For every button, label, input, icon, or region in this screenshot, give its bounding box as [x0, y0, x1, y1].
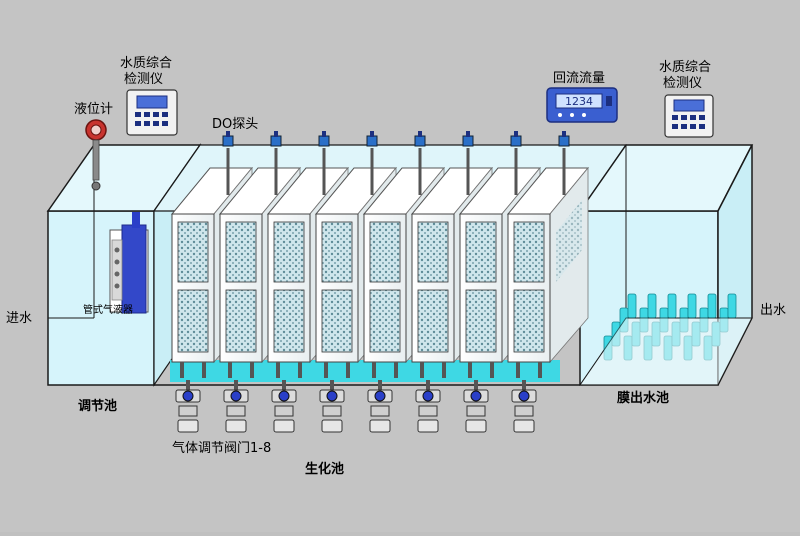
gas-valves	[175, 380, 537, 433]
wq-left-label-1: 水质综合	[120, 56, 172, 71]
water-quality-analyzer-left[interactable]	[126, 89, 178, 136]
do-probe-icon[interactable]	[414, 131, 426, 195]
gas-valve-icon[interactable]	[175, 380, 201, 433]
membrane-tank-label: 膜出水池	[617, 390, 669, 406]
valves-label: 气体调节阀门1-8	[172, 440, 271, 456]
wq-left-label-2: 检测仪	[124, 72, 163, 87]
do-probes	[222, 131, 570, 195]
inlet-label: 进水	[6, 311, 32, 326]
level-gauge-label: 液位计	[74, 102, 113, 117]
aeration-zone	[170, 360, 560, 382]
do-probe-icon[interactable]	[366, 131, 378, 195]
diffuser	[687, 293, 697, 319]
diffuser	[647, 293, 657, 319]
do-probe-icon[interactable]	[318, 131, 330, 195]
return-flow-label: 回流流量	[553, 71, 605, 86]
diffuser	[667, 293, 677, 319]
outlet-label: 出水	[760, 303, 786, 318]
flow-readout: 1234	[565, 95, 593, 108]
aerator-label: 管式气液器	[83, 303, 133, 316]
gas-valve-icon[interactable]	[223, 380, 249, 433]
do-probe-icon[interactable]	[222, 131, 234, 195]
gas-valve-icon[interactable]	[415, 380, 441, 433]
wq-right-label-2: 检测仪	[663, 76, 702, 91]
gas-valve-icon[interactable]	[463, 380, 489, 433]
membrane-module[interactable]	[506, 166, 590, 378]
do-probe-icon[interactable]	[558, 131, 570, 195]
level-gauge-icon[interactable]	[85, 119, 107, 191]
gas-valve-icon[interactable]	[271, 380, 297, 433]
pipe-aerator	[109, 212, 149, 314]
do-probe-icon[interactable]	[510, 131, 522, 195]
diffuser	[627, 293, 637, 319]
diffuser	[707, 293, 717, 319]
gas-valve-icon[interactable]	[319, 380, 345, 433]
membrane-modules	[170, 166, 590, 378]
gas-valve-icon[interactable]	[511, 380, 537, 433]
do-probe-label: DO探头	[212, 117, 258, 132]
water-quality-analyzer-right[interactable]	[664, 94, 714, 138]
return-flow-meter[interactable]: 1234	[546, 87, 618, 123]
do-probe-icon[interactable]	[462, 131, 474, 195]
wq-right-label-1: 水质综合	[659, 60, 711, 75]
bio-tank-label: 生化池	[305, 461, 344, 477]
diffuser	[727, 293, 737, 319]
regulation-tank-label: 调节池	[78, 398, 117, 414]
do-probe-icon[interactable]	[270, 131, 282, 195]
gas-valve-icon[interactable]	[367, 380, 393, 433]
